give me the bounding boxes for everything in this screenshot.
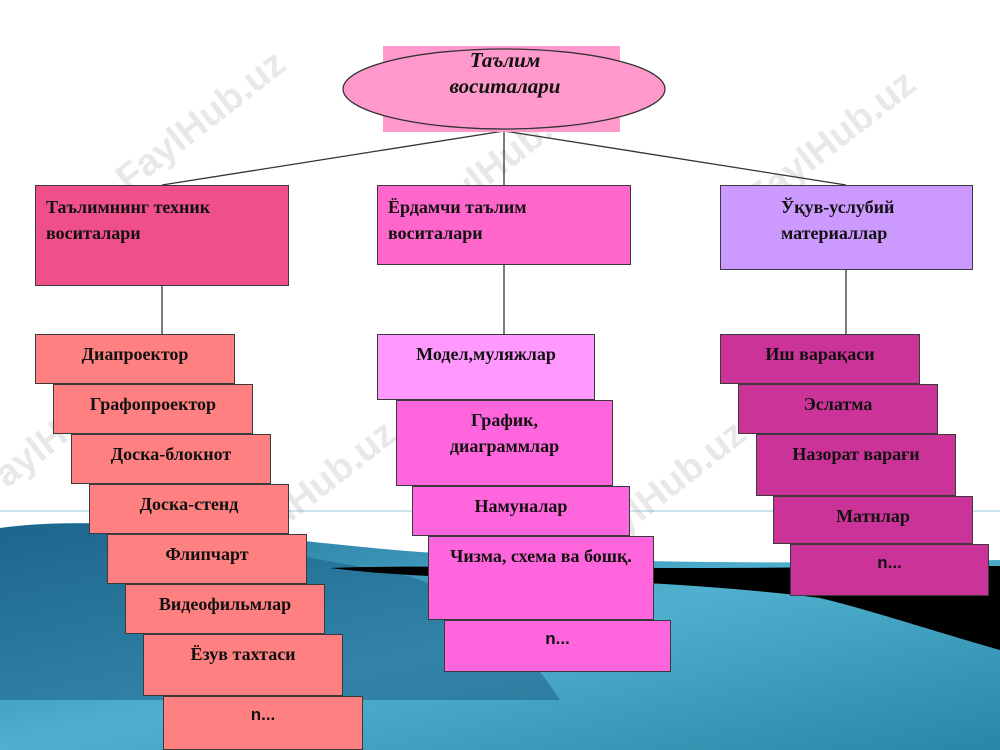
list-item: Иш варақаси [720,334,920,384]
list-item: Ёзув тахтаси [143,634,343,696]
list-item: Назорат варағи [756,434,956,496]
list-item: График, диаграммлар [396,400,613,486]
list-item-more: n... [790,544,989,596]
category-header-auxiliary: Ёрдамчи таълим воситалари [377,185,631,265]
list-item: Доска-блокнот [71,434,271,484]
list-item: Доска-стенд [89,484,289,534]
root-ellipse [342,48,666,130]
connector-root-col3 [503,130,847,186]
category-header-technical: Таълимнинг техник воситалари [35,185,289,286]
list-item: Матнлар [773,496,973,544]
list-item: Эслатма [738,384,938,434]
list-item-more: n... [444,620,671,672]
root-title-line2: воситалари [449,74,561,99]
list-item: Флипчарт [107,534,307,584]
list-item: Модел,муляжлар [377,334,595,400]
list-item: Видеофильмлар [125,584,325,634]
root-title: Таълим воситалари [380,47,630,100]
connector-root-col1 [161,130,505,186]
list-item-more: n... [163,696,363,750]
list-item: Чизма, схема ва бошқ. [428,536,654,620]
category-header-methodical: Ўқув-услубий материаллар [720,185,973,270]
list-item: Диапроектор [35,334,235,384]
list-item: Намуналар [412,486,630,536]
root-title-line1: Таълим [469,48,541,72]
list-item: Графопроектор [53,384,253,434]
